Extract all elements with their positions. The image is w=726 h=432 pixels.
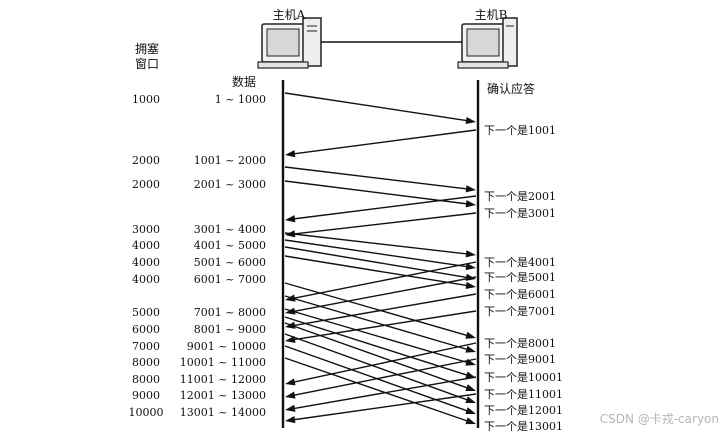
cwnd-value: 3000 (132, 223, 160, 236)
cwnd-value: 1000 (132, 93, 160, 106)
ack-arrow (285, 376, 477, 412)
data-range: 2001 ~ 3000 (194, 178, 266, 191)
data-range: 9001 ~ 10000 (187, 340, 266, 353)
data-segment-arrow (284, 166, 476, 193)
data-range: 4001 ~ 5000 (194, 239, 266, 252)
data-segment-arrow (284, 316, 476, 379)
data-range: 11001 ~ 12000 (180, 373, 266, 386)
ack-arrow (285, 310, 477, 344)
data-range: 7001 ~ 8000 (194, 306, 266, 319)
ack-label: 下一个是11001 (484, 388, 563, 401)
cwnd-value: 2000 (132, 154, 160, 167)
ack-label: 下一个是6001 (484, 288, 556, 301)
data-range: 1001 ~ 2000 (194, 154, 266, 167)
data-segment-arrow (284, 232, 476, 258)
ack-arrow (285, 358, 477, 399)
data-segment-arrow (284, 333, 476, 403)
data-range: 1 ~ 1000 (215, 93, 266, 106)
data-segment-arrow (284, 180, 476, 208)
cwnd-value: 8000 (132, 373, 160, 386)
host-a-computer-icon (257, 17, 322, 69)
ack-label: 下一个是5001 (484, 271, 556, 284)
ack-arrow (285, 342, 477, 386)
data-segment-arrow (284, 322, 476, 392)
host-b-label: 主机B (475, 8, 508, 22)
cwnd-label-line1: 拥塞 (135, 41, 159, 56)
ack-label: 下一个是13001 (484, 420, 563, 432)
ack-label: 下一个是10001 (484, 371, 563, 384)
cwnd-value: 5000 (132, 306, 160, 319)
data-range: 12001 ~ 13000 (180, 389, 266, 402)
ack-label: 确认应答 (487, 81, 535, 96)
host-b-computer-icon (457, 17, 518, 69)
cwnd-value: 6000 (132, 323, 160, 336)
data-range: 3001 ~ 4000 (194, 223, 266, 236)
data-segment-arrow (284, 357, 476, 425)
cwnd-value: 9000 (132, 389, 160, 402)
ack-label: 下一个是7001 (484, 305, 556, 318)
ack-label: 下一个是2001 (484, 190, 556, 203)
ack-label: 下一个是9001 (484, 353, 556, 366)
ack-label: 下一个是8001 (484, 337, 556, 350)
data-segment-arrow (284, 92, 476, 125)
data-range: 5001 ~ 6000 (194, 256, 266, 269)
host-a-label: 主机A (273, 8, 306, 22)
cwnd-value: 2000 (132, 178, 160, 191)
data-label: 数据 (232, 74, 256, 89)
data-range: 10001 ~ 11000 (180, 356, 266, 369)
cwnd-label-line2: 窗口 (135, 57, 159, 71)
data-segment-arrow (284, 239, 476, 271)
data-segment-arrow (284, 295, 476, 353)
segment-arrows (284, 92, 477, 425)
ack-labels: 下一个是1001 下一个是2001 下一个是3001 下一个是4001 下一个是5001… (484, 124, 563, 432)
cwnd-value: 7000 (132, 340, 160, 353)
ack-label: 下一个是3001 (484, 207, 556, 220)
data-range: 13001 ~ 14000 (180, 406, 266, 419)
cwnd-value: 10000 (129, 406, 164, 419)
cwnd-value: 8000 (132, 356, 160, 369)
window-rows: 1000 1 ~ 1000 2000 1001 ~ 2000 2000 2001 ~ 30… (129, 93, 267, 419)
ack-arrow (285, 393, 477, 424)
data-range: 6001 ~ 7000 (194, 273, 266, 286)
cwnd-value: 4000 (132, 256, 160, 269)
data-segment-arrow (284, 255, 476, 289)
watermark: CSDN @卡戎-caryon (600, 412, 719, 426)
ack-label: 下一个是12001 (484, 404, 563, 417)
data-range: 8001 ~ 9000 (194, 323, 266, 336)
ack-arrow (285, 129, 477, 158)
cwnd-value: 4000 (132, 273, 160, 286)
data-segment-arrow (284, 282, 476, 339)
ack-label: 下一个是1001 (484, 124, 556, 137)
ack-arrow (285, 195, 477, 223)
cwnd-value: 4000 (132, 239, 160, 252)
ack-label: 下一个是4001 (484, 256, 556, 269)
ack-arrow (285, 276, 477, 315)
